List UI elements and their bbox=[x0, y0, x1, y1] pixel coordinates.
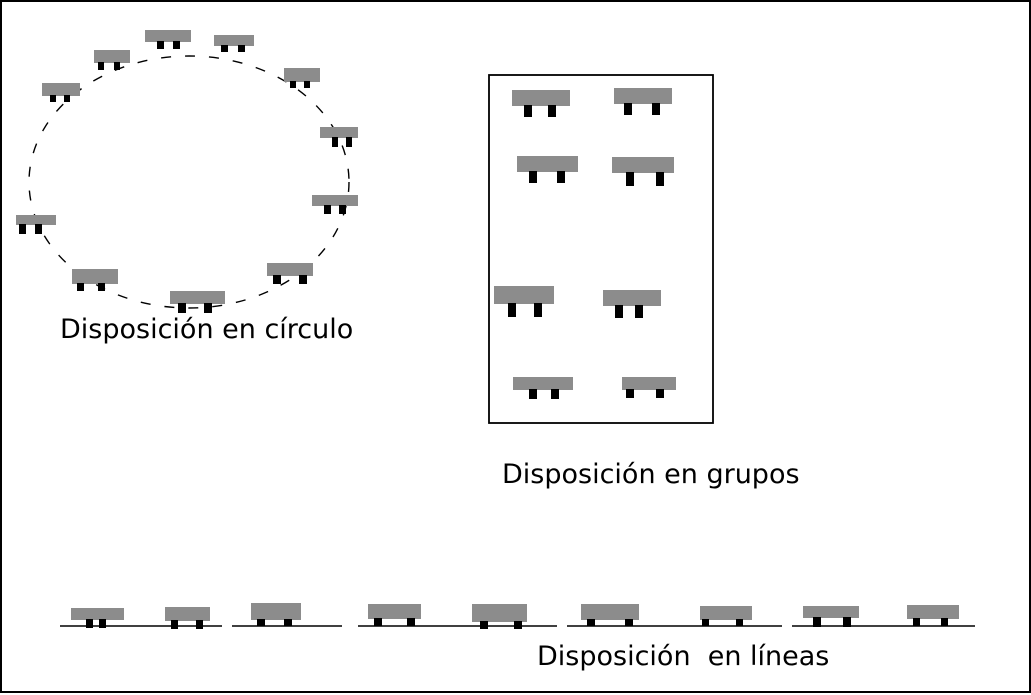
group-desk bbox=[513, 377, 573, 399]
line-desk bbox=[368, 604, 421, 626]
circle-arrangement-label: Disposición en círculo bbox=[60, 314, 354, 345]
group-desk bbox=[494, 286, 554, 317]
group-desk bbox=[614, 88, 672, 115]
circle-desk bbox=[42, 83, 80, 102]
group-desk bbox=[603, 290, 661, 318]
circle-desk bbox=[16, 215, 56, 234]
line-desk bbox=[472, 604, 527, 629]
group-arrangement-label: Disposición en grupos bbox=[502, 459, 800, 490]
group-desk bbox=[517, 156, 578, 183]
line-desk bbox=[803, 606, 859, 627]
circle-desk bbox=[72, 269, 118, 291]
line-desk bbox=[907, 605, 959, 626]
group-desk bbox=[512, 90, 570, 117]
group-desk bbox=[612, 157, 674, 186]
circle-desk bbox=[214, 35, 254, 52]
group-arrangement bbox=[488, 74, 714, 424]
line-arrangement-label: Disposición en líneas bbox=[537, 641, 830, 672]
line-desk bbox=[71, 608, 124, 628]
line-arrangement bbox=[60, 603, 975, 629]
group-box bbox=[488, 74, 714, 424]
circle-desk bbox=[145, 30, 191, 49]
group-desk bbox=[622, 377, 676, 398]
circle-desk bbox=[94, 50, 130, 70]
circle-desk bbox=[267, 263, 313, 284]
circle-desk bbox=[320, 127, 358, 147]
line-desk bbox=[251, 603, 301, 626]
line-desk bbox=[581, 604, 639, 626]
circle-desk bbox=[312, 195, 358, 214]
circle-desk bbox=[170, 291, 225, 313]
line-desk bbox=[700, 606, 752, 626]
circle-arrangement bbox=[16, 30, 358, 313]
circle-dashed-outline bbox=[28, 55, 350, 309]
line-desk bbox=[165, 607, 210, 629]
circle-desk bbox=[284, 68, 320, 88]
